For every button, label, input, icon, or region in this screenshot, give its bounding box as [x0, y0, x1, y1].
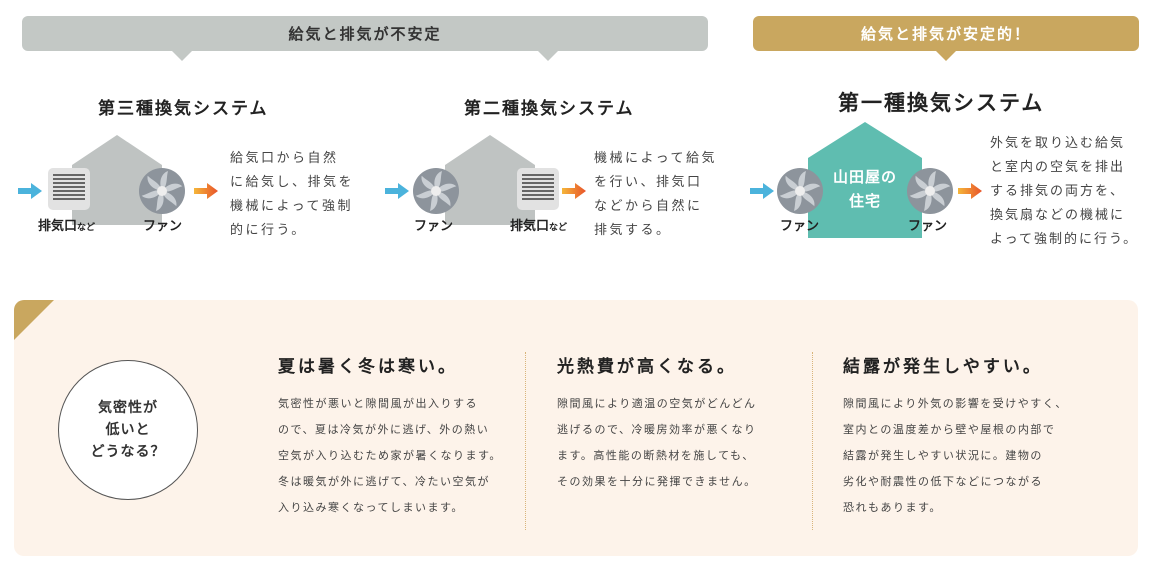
system-title: 第二種換気システム [464, 99, 635, 119]
desc-line: 給気口から自然 [230, 151, 339, 166]
fan-label: ファン [908, 219, 948, 234]
system-title: 第一種換気システム [838, 91, 1045, 115]
system-description: 給気口から自然に給気し、排気を機械によって強制的に行う。 [230, 147, 354, 243]
house-label-line: 山田屋の [832, 168, 897, 186]
issue-title: 光熱費が高くなる。 [557, 357, 737, 377]
issue-line: 空気が入り込むため家が暑くなります。 [278, 449, 502, 462]
desc-line: を行い、排気口 [594, 175, 703, 190]
issue-line: 隙間風により適温の空気がどんどん [557, 397, 757, 410]
issue-line: ので、夏は冷気が外に逃げ、外の熱い [278, 423, 490, 436]
issue-utility-cost: 光熱費が高くなる。 隙間風により適温の空気がどんどん逃げるので、冷暖房効率が悪く… [557, 352, 757, 495]
desc-line: 排気する。 [594, 223, 672, 238]
unstable-banner: 給気と排気が不安定 [22, 16, 708, 51]
fan-icon [776, 167, 824, 215]
fan-icon [138, 167, 186, 215]
issue-line: 隙間風により外気の影響を受けやすく、 [843, 397, 1068, 410]
issue-line: その効果を十分に発揮できません。 [557, 475, 757, 488]
issue-line: 冬は暖気が外に逃げて、冷たい空気が [278, 475, 490, 488]
stable-banner: 給気と排気が安定的！ [753, 16, 1139, 51]
vent-label-suffix: など [549, 223, 568, 233]
arrow-in-icon [750, 183, 774, 199]
desc-line: などから自然に [594, 199, 703, 214]
desc-line: 機械によって給気 [594, 151, 717, 166]
issue-line: 劣化や耐震性の低下などにつながる [843, 475, 1043, 488]
system-title: 第三種換気システム [98, 99, 269, 119]
house-label-line: 住宅 [848, 192, 881, 210]
desc-line: よって強制的に行う。 [990, 232, 1139, 247]
corner-accent [14, 300, 54, 340]
column-divider [812, 352, 813, 530]
arrow-out-icon [958, 183, 982, 199]
banner-pointer [172, 51, 192, 61]
fan-label: ファン [143, 219, 183, 234]
vent-label-text: 排気口 [38, 219, 78, 234]
desc-line: 機械によって強制 [230, 199, 353, 214]
vent-icon [48, 168, 90, 210]
question-line: どうなる？ [90, 444, 166, 460]
desc-line: 換気扇などの機械に [990, 208, 1126, 223]
fan-label: ファン [780, 219, 820, 234]
question-line: 低いと [105, 422, 151, 438]
issue-title: 夏は暑く冬は寒い。 [278, 357, 458, 377]
desc-line: 的に行う。 [230, 223, 307, 238]
house-icon [445, 135, 535, 225]
vent-icon [517, 168, 559, 210]
issue-line: 気密性が悪いと隙間風が出入りする [278, 397, 478, 410]
airtightness-panel: 気密性が低いとどうなる？ 夏は暑く冬は寒い。 気密性が悪いと隙間風が出入りするの… [14, 300, 1138, 556]
house-icon [72, 135, 162, 225]
desc-line: と室内の空気を排出 [990, 160, 1126, 175]
issue-title: 結露が発生しやすい。 [843, 357, 1043, 377]
banner-pointer [538, 51, 558, 61]
vent-label: 排気口など [38, 215, 95, 234]
fan-icon [412, 167, 460, 215]
issue-line: 結露が発生しやすい状況に。建物の [843, 449, 1043, 462]
house-label: 山田屋の住宅 [808, 165, 922, 213]
issue-condensation: 結露が発生しやすい。 隙間風により外気の影響を受けやすく、室内との温度差から壁や… [843, 352, 1068, 521]
desc-line: 外気を取り込む給気 [990, 136, 1126, 151]
banner-pointer [936, 51, 956, 61]
fan-icon [906, 167, 954, 215]
house-icon [808, 122, 922, 238]
arrow-out-icon [562, 183, 586, 199]
desc-line: する排気の両方を、 [990, 184, 1126, 199]
vent-label: 排気口など [510, 215, 567, 234]
column-divider [525, 352, 526, 530]
arrow-out-icon [194, 183, 218, 199]
arrow-in-icon [18, 183, 42, 199]
system-description: 外気を取り込む給気と室内の空気を排出する排気の両方を、換気扇などの機械によって強… [990, 132, 1138, 252]
issue-line: 室内との温度差から壁や屋根の内部で [843, 423, 1056, 436]
vent-label-text: 排気口 [510, 219, 550, 234]
question-line: 気密性が [98, 400, 158, 416]
question-circle: 気密性が低いとどうなる？ [58, 360, 198, 500]
system-description: 機械によって給気を行い、排気口などから自然に排気する。 [594, 147, 717, 243]
fan-label: ファン [414, 219, 454, 234]
desc-line: に給気し、排気を [230, 175, 355, 190]
issue-line: 恐れもあります。 [843, 501, 942, 514]
issue-line: ます。高性能の断熱材を施しても、 [557, 449, 755, 462]
vent-label-suffix: など [77, 223, 96, 233]
issue-line: 入り込み寒くなってしまいます。 [278, 501, 464, 514]
issue-hot-cold: 夏は暑く冬は寒い。 気密性が悪いと隙間風が出入りするので、夏は冷気が外に逃げ、外… [278, 352, 502, 521]
issue-line: 逃げるので、冷暖房効率が悪くなり [557, 423, 757, 436]
arrow-in-icon [385, 183, 409, 199]
